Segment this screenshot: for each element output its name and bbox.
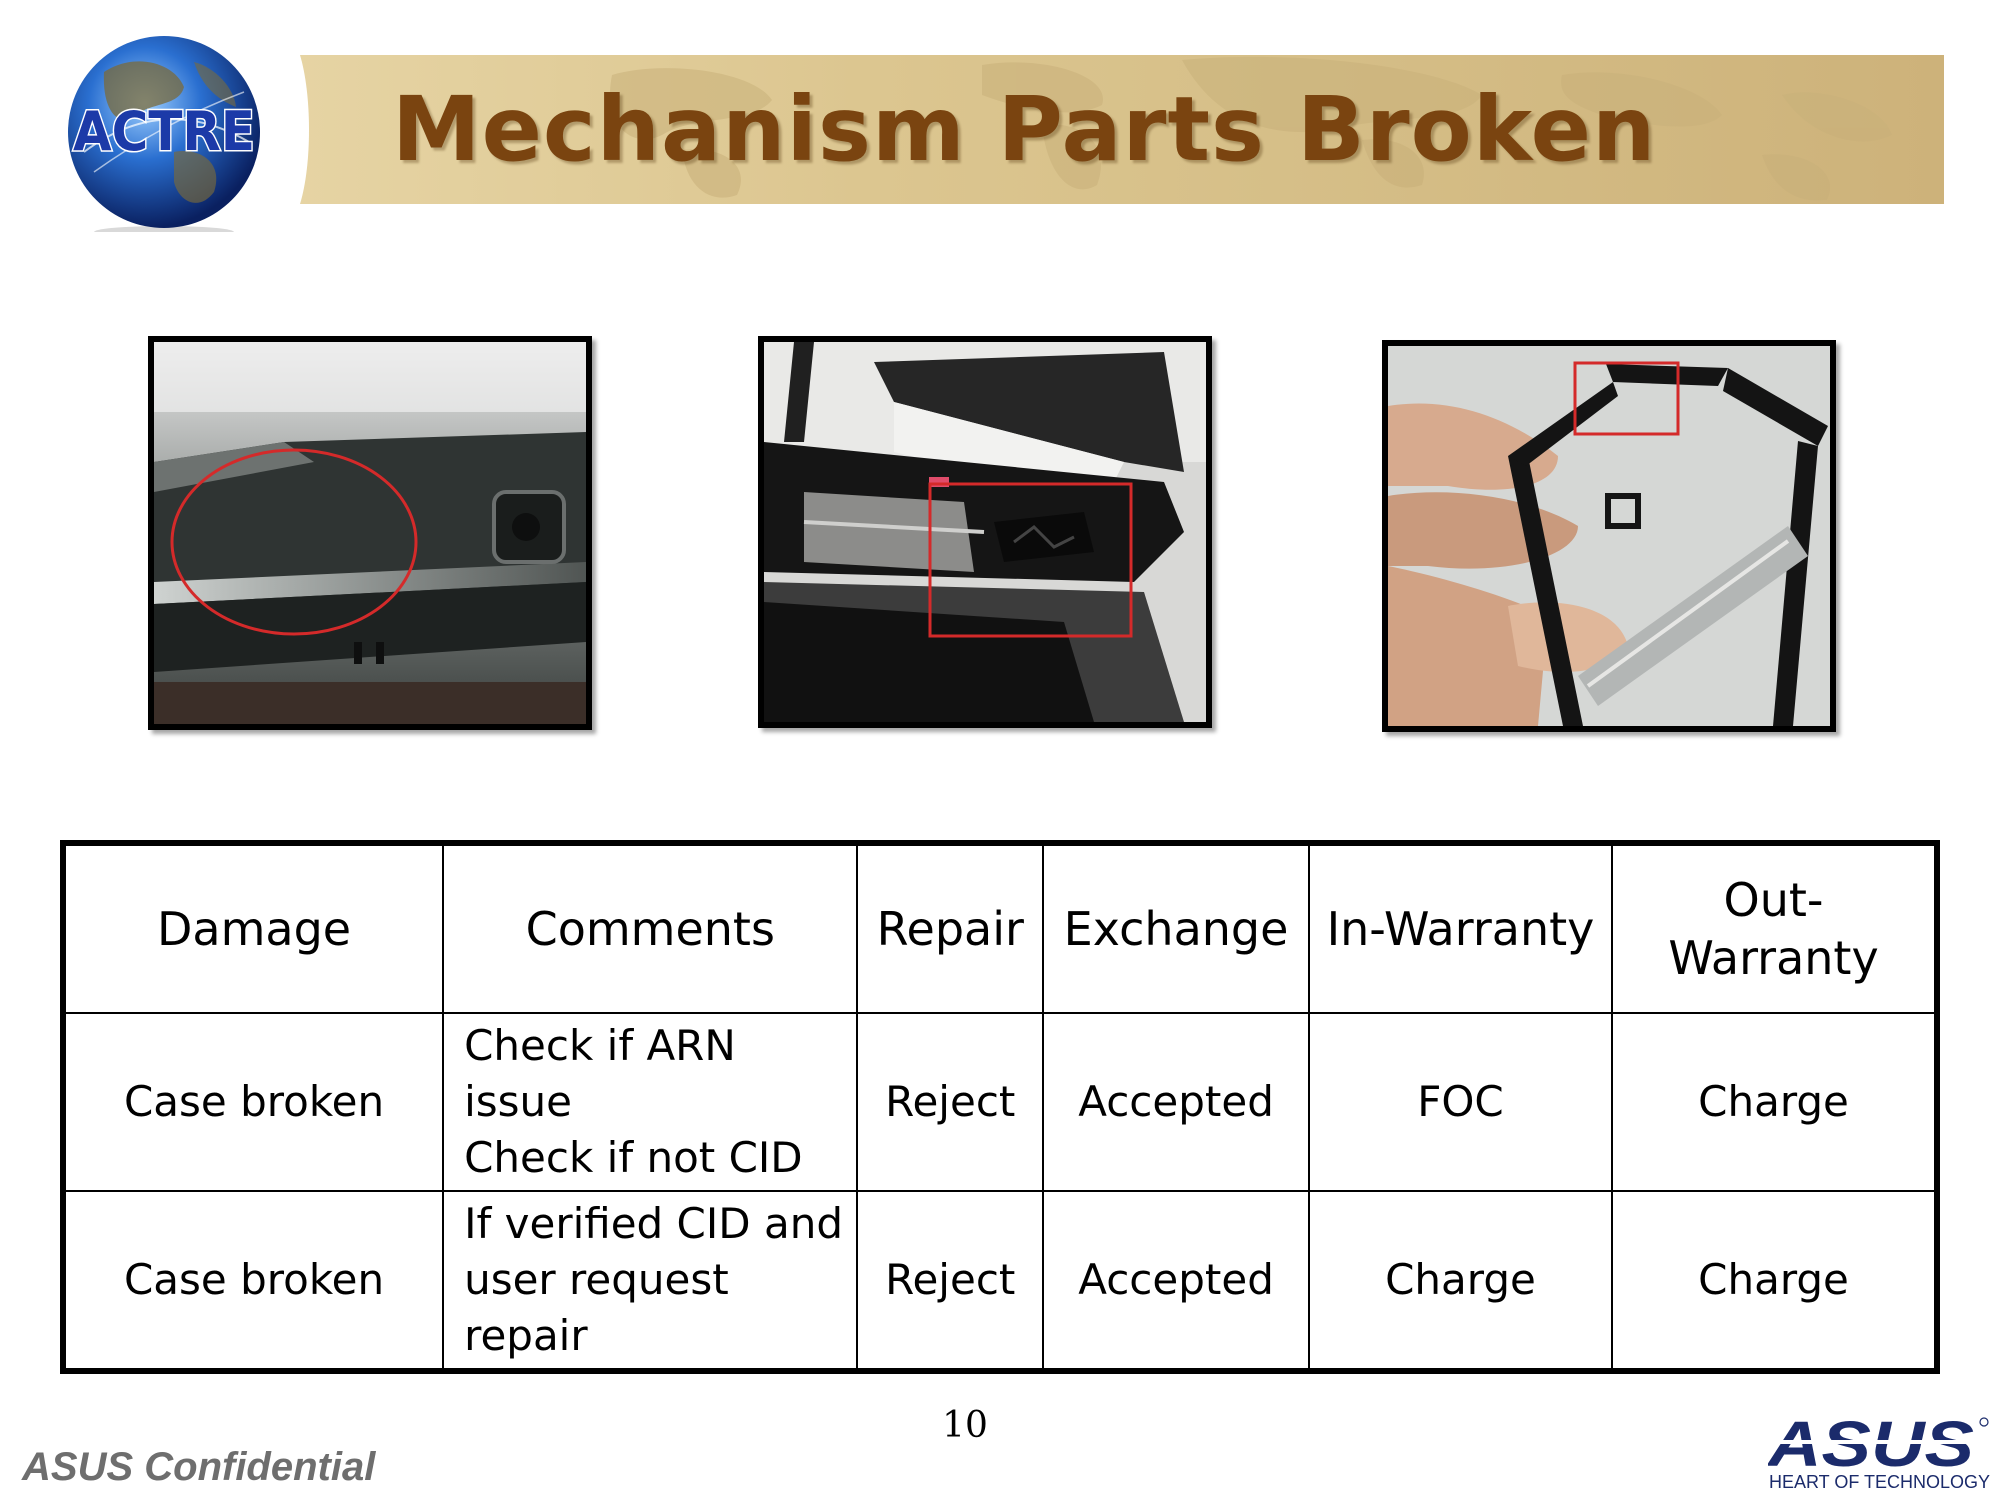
comment-line: If verified CID and (464, 1199, 843, 1248)
broken-frame-edge-photo (758, 336, 1212, 728)
cell-exchange: Accepted (1042, 1012, 1310, 1192)
cell-comments: Check if ARN issue Check if not CID (442, 1012, 859, 1192)
cracked-bezel-in-hand-photo (1382, 340, 1836, 732)
header-comments: Comments (442, 842, 859, 1014)
cell-out-warranty: Charge (1611, 1190, 1938, 1372)
page-title: Mechanism Parts Broken (392, 77, 1657, 181)
cell-in-warranty: Charge (1307, 1190, 1614, 1372)
damage-policy-table: Damage Comments Repair Exchange In-Warra… (60, 840, 1940, 1374)
asus-logo: ASUS (1766, 1408, 1990, 1500)
cell-out-warranty: Charge (1611, 1012, 1938, 1192)
cell-damage: Case broken (61, 1012, 445, 1192)
comment-line: user request repair (464, 1255, 729, 1360)
table-row: Case broken If verified CID and user req… (61, 1190, 1938, 1372)
cell-in-warranty: FOC (1307, 1012, 1614, 1192)
cell-repair: Reject (856, 1190, 1045, 1372)
header-repair: Repair (856, 842, 1045, 1014)
header-out-warranty-line2: Warranty (1668, 931, 1879, 985)
notebook-case-corner-photo (148, 336, 592, 730)
confidential-label: ASUS Confidential (22, 1445, 376, 1489)
actre-logo: ACTRE (64, 32, 264, 238)
header-exchange: Exchange (1042, 842, 1310, 1014)
comment-line: Check if not CID (464, 1133, 803, 1182)
actre-logo-text: ACTRE (73, 100, 255, 163)
page-number: 10 (942, 1405, 988, 1446)
title-banner: Mechanism Parts Broken (282, 55, 1944, 204)
highlight-rectangle (928, 482, 1133, 638)
cell-comments: If verified CID and user request repair (442, 1190, 859, 1372)
comment-line: Check if ARN issue (464, 1021, 736, 1126)
asus-tagline: HEART OF TECHNOLOGY (1769, 1472, 1991, 1492)
header-damage: Damage (61, 842, 445, 1014)
table-row: Case broken Check if ARN issue Check if … (61, 1012, 1938, 1192)
highlight-rectangle (1573, 361, 1680, 436)
table-header-row: Damage Comments Repair Exchange In-Warra… (61, 842, 1938, 1014)
header-out-warranty-line1: Out- (1723, 873, 1824, 927)
cell-exchange: Accepted (1042, 1190, 1310, 1372)
cell-repair: Reject (856, 1012, 1045, 1192)
header-in-warranty: In-Warranty (1307, 842, 1614, 1014)
header-out-warranty: Out- Warranty (1611, 842, 1938, 1014)
highlight-circle (170, 448, 418, 636)
cell-damage: Case broken (61, 1190, 445, 1372)
